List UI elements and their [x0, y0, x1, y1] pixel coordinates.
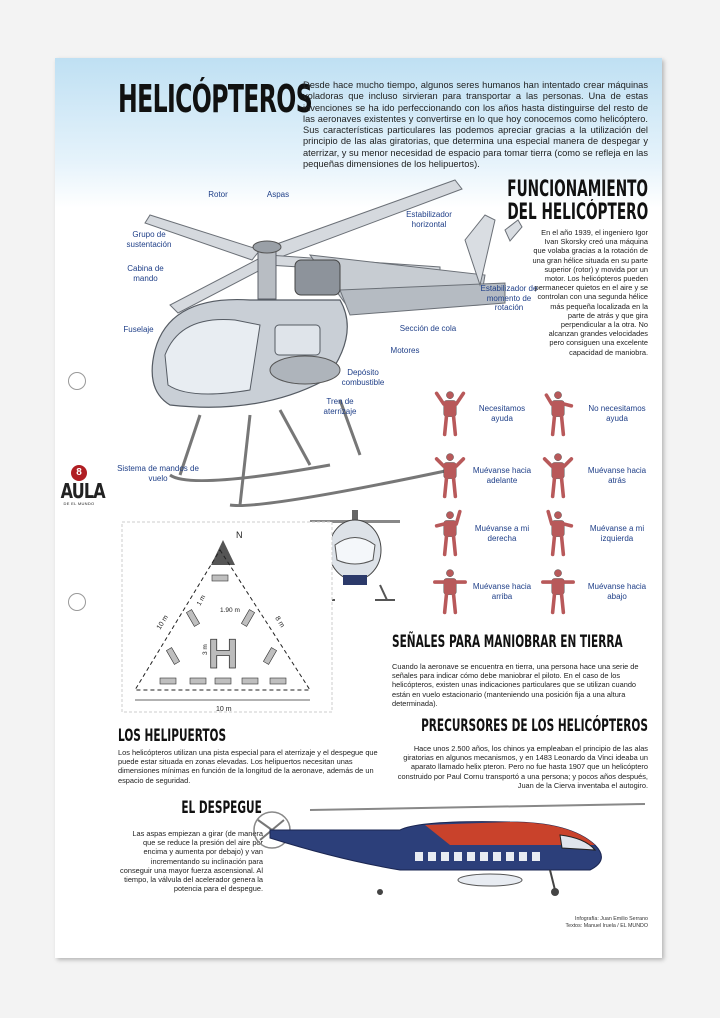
tail-rotor: [504, 219, 523, 242]
signal-figure: [544, 391, 574, 437]
label-rotor: Rotor: [208, 190, 228, 199]
binder-hole-bottom: [68, 593, 86, 611]
label-deposito: Depósito combustible: [341, 368, 385, 387]
signal-figure: [542, 453, 574, 499]
signal-label: Muévanse hacia abajo: [587, 582, 647, 601]
helipuertos-text: Los helicópteros utilizan una pista espe…: [118, 748, 378, 785]
logo-name: AULA: [60, 479, 106, 503]
vertical-stabilizer: [464, 214, 496, 287]
helipad-letter: H: [208, 630, 238, 677]
fuel-tank: [269, 355, 341, 385]
signals-text: Cuando la aeronave se encuentra en tierr…: [392, 662, 639, 708]
north-arrow: [211, 540, 235, 565]
landing-skids: [169, 399, 451, 508]
helicopter-cutaway-illustration: [144, 179, 523, 508]
signal-label: Muévanse a mi derecha: [474, 524, 530, 543]
label-tren: Tren de aterrizaje: [323, 397, 357, 416]
helipuertos-title: LOS HELIPUERTOS: [118, 726, 227, 746]
credits-line1: Infografía: Juan Emilio Serrano: [574, 916, 648, 922]
label-sistema-mandos: Sistema de mandos de vuelo: [117, 464, 199, 483]
despegue-text: Las aspas empiezan a girar (de manera qu…: [120, 829, 263, 894]
signal-figure: [546, 509, 574, 557]
helipad-triangle: [134, 549, 311, 691]
engine-block: [294, 259, 341, 296]
signal-figure: [434, 509, 462, 557]
label-estabilizador-momento: Estabilizador de momento de rotación: [480, 284, 538, 312]
logo-subtitle: DE EL MUNDO: [63, 501, 95, 506]
label-fuselaje: Fuselaje: [123, 325, 154, 334]
header-band: [55, 58, 662, 208]
signal-label: Muévanse a mi izquierda: [589, 524, 645, 543]
dim-3m: 3 m: [202, 644, 209, 655]
label-estabilizador-horizontal: Estabilizador horizontal: [406, 210, 452, 229]
aula-logo: 8 AULA DE EL MUNDO: [56, 465, 106, 506]
signal-figure: [434, 453, 466, 499]
precursores-text: Hace unos 2.500 años, los chinos ya empl…: [397, 744, 648, 790]
dim-190: 1.90 m: [220, 607, 240, 614]
signal-label: Muévanse hacia arriba: [472, 582, 532, 601]
logo-badge: 8: [71, 465, 87, 481]
helicopter-side-view: [253, 803, 646, 896]
label-seccion-cola: Sección de cola: [399, 324, 457, 333]
cockpit-canopy: [164, 318, 261, 395]
cabin-window: [274, 324, 321, 356]
helipad-markers: [159, 574, 287, 685]
label-motores: Motores: [390, 346, 420, 355]
side-windows: [415, 852, 540, 861]
label-aspas: Aspas: [266, 190, 290, 199]
funcionamiento-title-line1: FUNCIONAMIENTO: [507, 177, 648, 202]
infographic-sheet: [55, 58, 662, 958]
rotor-mast: [257, 248, 277, 300]
signal-figure: [541, 569, 575, 615]
credits: Infografía: Juan Emilio Serrano Textos: …: [520, 916, 648, 930]
funcionamiento-title-line2: DEL HELICÓPTERO: [507, 200, 648, 225]
signal-label: No necesitamos ayuda: [588, 404, 646, 423]
signal-figure: [433, 569, 467, 615]
funcionamiento-text: En el año 1939, el ingeniero Igor Ivan S…: [532, 228, 648, 357]
label-grupo-sustentacion: Grupo de sustentación: [126, 230, 172, 249]
helipad-diagram: H N 1.90 m 1 m 3 m 10 m 8 m 10 m: [121, 521, 333, 713]
despegue-title: EL DESPEGUE: [181, 798, 262, 818]
signal-label: Muévanse hacia atrás: [587, 466, 647, 485]
dim-1m: 1 m: [196, 594, 207, 607]
rotor-hub: [252, 240, 282, 254]
dim-10m-bottom: 10 m: [216, 706, 232, 713]
tail-section: [339, 282, 506, 316]
signal-label: Necesitamos ayuda: [478, 404, 526, 423]
intro-paragraph: Desde hace mucho tiempo, algunos seres h…: [303, 80, 648, 170]
binder-hole-top: [68, 372, 86, 390]
precursores-title: PRECURSORES DE LOS HELICÓPTEROS: [421, 716, 648, 736]
signal-figure: [434, 391, 466, 437]
page-title: HELICÓPTEROS: [118, 77, 313, 121]
credits-line2: Textos: Manuel Iruela / EL MUNDO: [565, 923, 648, 929]
north-label: N: [236, 530, 243, 540]
label-cabina: Cabina de mando: [127, 264, 164, 283]
signals-title: SEÑALES PARA MANIOBRAR EN TIERRA: [392, 632, 623, 652]
signal-label: Muévanse hacia adelante: [472, 466, 532, 485]
